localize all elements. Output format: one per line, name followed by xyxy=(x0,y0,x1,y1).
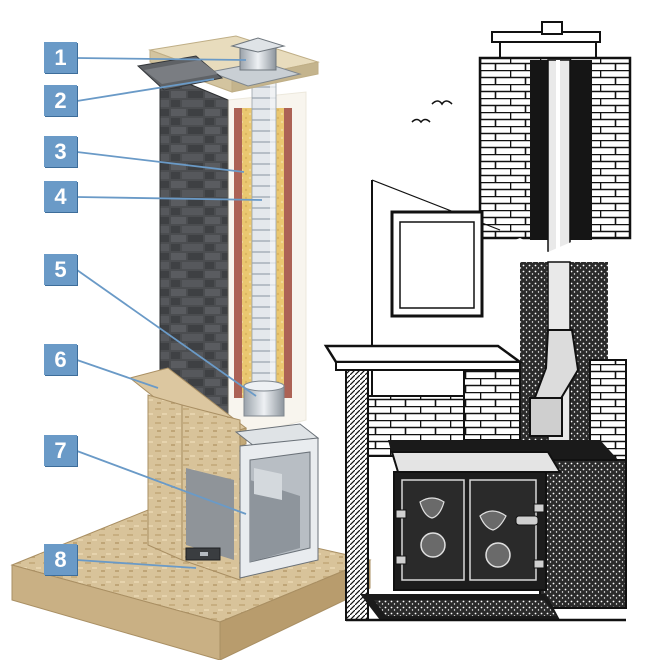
cutaway-model xyxy=(10,35,372,660)
bird-icon xyxy=(411,118,431,124)
flue-pipe xyxy=(251,81,277,395)
firebrick-lining-right xyxy=(284,108,292,398)
callout-2: 2 xyxy=(44,85,77,116)
sketch-illustration xyxy=(323,21,636,622)
callout-7: 7 xyxy=(44,435,77,466)
callout-8: 8 xyxy=(44,544,77,575)
sketch-stove-door-left xyxy=(401,479,465,581)
leader-line-4 xyxy=(76,196,263,201)
callout-5: 5 xyxy=(44,254,77,285)
callout-4: 4 xyxy=(44,181,77,212)
callout-1: 1 xyxy=(44,42,77,73)
base-platform-side xyxy=(219,559,371,660)
insulation-right xyxy=(276,108,284,398)
firebrick-lining-left xyxy=(234,108,242,398)
sketch-stove-insert xyxy=(390,451,562,591)
leader-line-2 xyxy=(76,78,215,102)
base-platform-front xyxy=(11,564,221,660)
leader-line-6 xyxy=(76,359,159,389)
leader-line-1 xyxy=(76,57,247,61)
leader-line-5 xyxy=(76,269,257,397)
callout-6: 6 xyxy=(44,344,77,375)
leader-line-7 xyxy=(76,450,247,515)
callout-3: 3 xyxy=(44,136,77,167)
leader-line-3 xyxy=(76,151,245,173)
insulation-left xyxy=(242,108,252,398)
sketch-mantel-shelf xyxy=(323,344,524,364)
leader-lines xyxy=(76,57,263,569)
sketch-masonry-stipple xyxy=(539,459,627,609)
surround-left-face xyxy=(147,394,183,561)
sketch-surround-left xyxy=(345,369,369,621)
bird-icon xyxy=(431,100,453,106)
leader-line-8 xyxy=(76,559,197,569)
